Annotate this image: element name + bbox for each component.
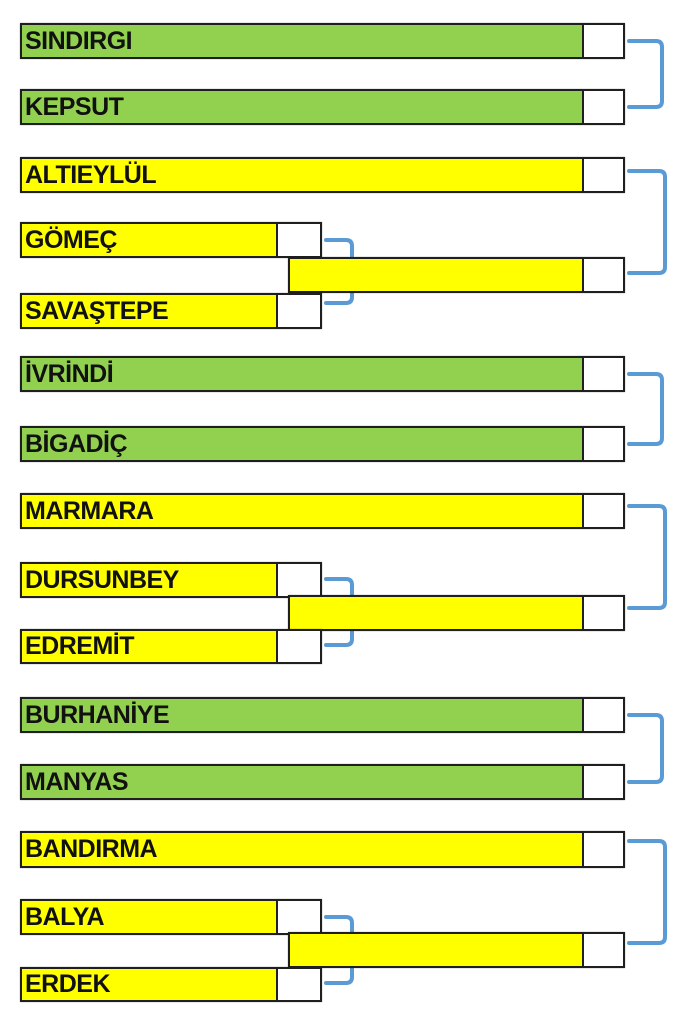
bracket-bar-unnamed-16 [288,932,625,968]
connector-bracket [627,504,667,610]
bracket-bar-dursunbey: DURSUNBEY [20,562,322,598]
score-box [276,224,320,256]
bar-label: EDREMİT [25,632,135,660]
bracket-bar-balya: BALYA [20,899,322,935]
score-box [582,159,623,191]
score-box [276,901,320,933]
score-box [582,699,623,731]
score-box [582,358,623,390]
bar-label: DURSUNBEY [25,565,179,594]
score-box [582,428,623,460]
score-box [582,934,623,966]
bracket-bar-kepsut: KEPSUT [20,89,625,125]
bar-label: SINDIRGI [25,26,133,55]
score-box [276,969,320,1000]
bracket-bar-burhani-ye: BURHANİYE [20,697,625,733]
bracket-bar-i-vri-ndi-: İVRİNDİ [20,356,625,392]
bracket-bar-sava-tepe: SAVAŞTEPE [20,293,322,329]
bar-label: ERDEK [25,970,111,998]
score-box [582,25,623,57]
score-box [276,631,320,662]
bar-label: BALYA [25,902,105,931]
bar-label: GÖMEÇ [25,225,117,254]
bracket-bar-manyas: MANYAS [20,764,625,800]
bar-label: BİGADİÇ [25,429,128,458]
bar-label: MARMARA [25,496,154,525]
bracket-bar-unnamed-4 [288,257,625,293]
bracket-bar-sindirgi: SINDIRGI [20,23,625,59]
bracket-bar-erdek: ERDEK [20,967,322,1002]
score-box [582,597,623,629]
bar-label: İVRİNDİ [25,359,114,388]
bar-label: SAVAŞTEPE [25,296,169,325]
bracket-bar-altieyl-l: ALTIEYLÜL [20,157,625,193]
score-box [582,495,623,527]
bracket-bar-bandirma: BANDIRMA [20,831,625,868]
bracket-bar-marmara: MARMARA [20,493,625,529]
score-box [582,833,623,866]
connector-bracket [627,372,664,446]
bar-label: BURHANİYE [25,700,170,729]
bar-label: ALTIEYLÜL [25,160,157,189]
bracket-bar-g-me-: GÖMEÇ [20,222,322,258]
score-box [582,259,623,291]
connector-bracket [627,713,664,784]
bar-label: KEPSUT [25,92,124,121]
bracket-bar-unnamed-10 [288,595,625,631]
score-box [582,91,623,123]
connector-bracket [627,839,667,945]
bar-label: BANDIRMA [25,835,158,863]
connector-bracket [627,169,667,275]
score-box [276,564,320,596]
bracket-bar-bi-gadi-: BİGADİÇ [20,426,625,462]
bar-label: MANYAS [25,767,129,796]
connector-bracket [627,39,664,109]
score-box [582,766,623,798]
score-box [276,295,320,327]
bracket-bar-edremi-t: EDREMİT [20,629,322,664]
